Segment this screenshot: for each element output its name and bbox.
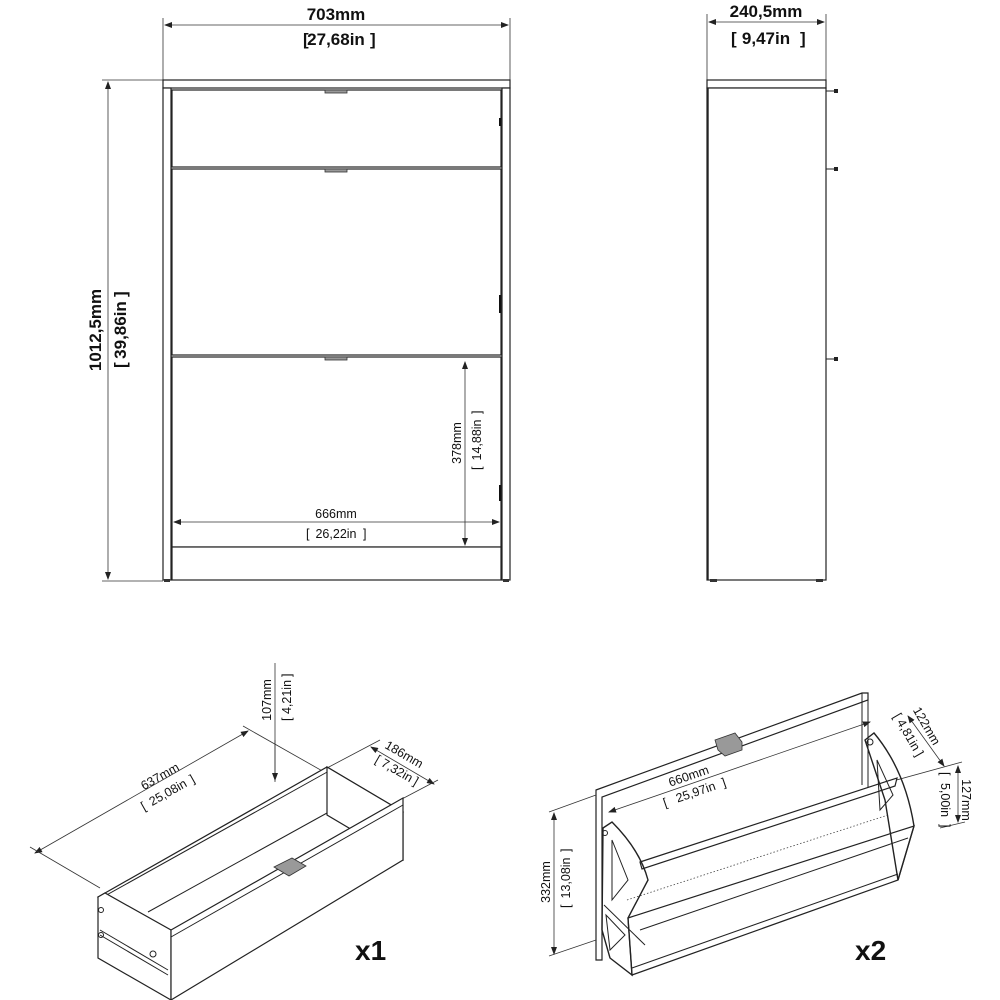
extension-line (399, 779, 439, 801)
side-depth-in: 9,47in (742, 29, 790, 48)
screw-icon (98, 932, 104, 938)
bracket: [ (303, 30, 309, 49)
cabinet-top (162, 79, 511, 89)
foot (164, 579, 170, 582)
bracket: [ (559, 904, 573, 908)
front-height-mm: 1012,5mm (86, 289, 105, 371)
side-view: 240,5mm [ 9,47in ] (706, 2, 838, 582)
front-width-mm: 703mm (307, 5, 366, 24)
foot (503, 579, 509, 582)
drawer-height-mm: 107mm (260, 679, 274, 721)
bracket: ] (363, 527, 366, 541)
bracket: [ (470, 466, 484, 470)
cabinet-left-side (162, 87, 172, 581)
bracket: ] (370, 30, 376, 49)
drawer-height-in: 4,21in (280, 680, 294, 714)
bracket: [ (938, 772, 952, 776)
cabinet-right-side (501, 87, 511, 581)
bracket: [ (731, 29, 737, 48)
drawer-isometric: 637mm [ 25,08in ] 107mm [ 4,21in ] 186mm… (29, 663, 439, 1000)
hinge-mark (499, 295, 501, 313)
foot (710, 579, 717, 582)
bracket: ] (411, 774, 421, 788)
drawer-handle (273, 857, 307, 877)
flap-depth-bottom-in: 5,00in (938, 783, 952, 817)
flap-depth-top-dimension-line (907, 715, 945, 767)
extension-line (548, 939, 597, 957)
flap-quantity: x2 (855, 935, 886, 966)
flap-handle (324, 168, 348, 173)
extension-line (29, 846, 101, 889)
drawer-length-dimension-line (34, 730, 249, 854)
bracket: ] (111, 291, 130, 297)
screw-icon (149, 950, 157, 958)
extension-line (939, 821, 966, 829)
shoe-flap-isometric: 660mm [ 25,97in ] 332mm [ 13,08in ] 122m… (539, 692, 973, 977)
bracket: [ (306, 527, 310, 541)
flap-front-upper (171, 168, 502, 356)
pivot-icon (866, 738, 874, 746)
flap-height-in: 13,08in (559, 857, 573, 898)
pivot-icon (602, 830, 608, 836)
hinge-mark (499, 118, 501, 126)
inner-width-mm: 666mm (315, 507, 357, 521)
flap-height-mm: 332mm (539, 861, 553, 903)
cabinet-plinth (171, 546, 502, 581)
drawer-depth-dimension-line (370, 746, 435, 785)
foot (816, 579, 823, 582)
bracket: ] (470, 411, 484, 414)
screw-icon (98, 907, 104, 913)
bracket: ] (280, 674, 294, 677)
left-hinge-bracket (601, 821, 649, 977)
bracket: ] (912, 749, 926, 759)
bracket: ] (187, 772, 197, 786)
flap-compartment-lower (171, 356, 502, 548)
side-body (706, 87, 827, 581)
bracket: [ (373, 752, 383, 766)
front-width-in: 27,68in (307, 30, 365, 49)
bracket: [ (111, 362, 130, 368)
front-view: 703mm [ 27,68in ] 1012,5mm [ 39,86in ] (86, 5, 511, 582)
flap-depth-bottom-mm: 127mm (959, 779, 973, 821)
drawer-quantity: x1 (355, 935, 386, 966)
compartment-height-in: 14,88in (470, 419, 484, 460)
extension-line (326, 739, 381, 769)
side-top (706, 79, 827, 89)
flap-handle (324, 356, 348, 361)
drawer-handle (324, 89, 348, 94)
drawer-front-panel (170, 796, 404, 1000)
bracket: [ (661, 795, 669, 810)
front-height-in: 39,86in (111, 301, 130, 359)
side-handle (834, 167, 838, 171)
bracket: ] (559, 849, 573, 852)
right-hinge-bracket (864, 732, 915, 881)
drawer-front (171, 89, 502, 168)
bracket: ] (938, 824, 952, 827)
bracket: [ (890, 711, 904, 721)
hinge-mark (499, 485, 501, 501)
tray-top-rail (639, 777, 898, 870)
extension-line (548, 794, 597, 813)
side-depth-mm: 240,5mm (730, 2, 803, 21)
flap-width-dimension-line (608, 721, 871, 813)
bracket: ] (800, 29, 806, 48)
side-handle (834, 357, 838, 361)
bracket: ] (720, 775, 728, 789)
compartment-height-mm: 378mm (450, 422, 464, 464)
bracket: [ (138, 799, 148, 813)
bracket: [ (280, 717, 294, 721)
side-handle (834, 89, 838, 93)
inner-width-in: 26,22in (315, 527, 356, 541)
